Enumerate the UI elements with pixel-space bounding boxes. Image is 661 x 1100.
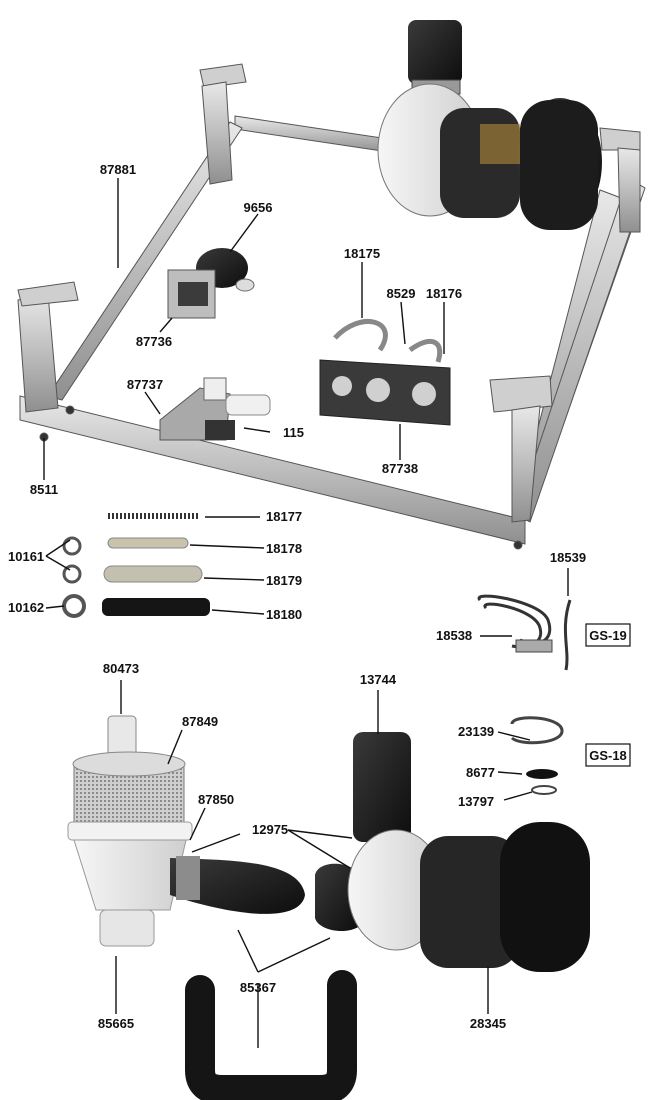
- label-85665: 85665: [98, 1016, 134, 1031]
- label-18178: 18178: [266, 541, 302, 556]
- label-18175: 18175: [344, 246, 380, 261]
- label-8511: 8511: [30, 482, 58, 497]
- label-12975: 12975: [252, 822, 288, 837]
- leader-lines: [43, 178, 569, 1048]
- thermostat-block: [319, 319, 451, 426]
- part-labels: 87881 9656 18175 8529 18176 87736 87737 …: [8, 162, 586, 1031]
- u-hose: [185, 970, 357, 1100]
- frame: [17, 63, 646, 550]
- gs19-box: GS-19: [585, 623, 631, 647]
- label-87881: 87881: [100, 162, 136, 177]
- label-87849: 87849: [182, 714, 218, 729]
- gs19-label: GS-19: [589, 628, 627, 643]
- heater-element: [477, 594, 572, 671]
- gs18-box: GS-18: [585, 743, 631, 767]
- label-18176: 18176: [426, 286, 462, 301]
- label-18180: 18180: [266, 607, 302, 622]
- label-87738: 87738: [382, 461, 418, 476]
- label-18177: 18177: [266, 509, 302, 524]
- label-87736: 87736: [136, 334, 172, 349]
- solenoid-valve: [159, 377, 271, 441]
- label-13744: 13744: [360, 672, 397, 687]
- label-80473: 80473: [103, 661, 139, 676]
- label-8677: 8677: [466, 765, 495, 780]
- label-9656: 9656: [244, 200, 273, 215]
- pressure-switch-assembly: [167, 248, 255, 319]
- filter-assembly: [67, 715, 305, 947]
- label-87850: 87850: [198, 792, 234, 807]
- label-10162: 10162: [8, 600, 44, 615]
- label-115: 115: [283, 425, 304, 440]
- label-10161: 10161: [8, 549, 44, 564]
- label-28345: 28345: [470, 1016, 506, 1031]
- label-85367: 85367: [240, 980, 276, 995]
- top-pump: [377, 20, 602, 230]
- hose-set: [62, 513, 210, 618]
- drain-pump: [315, 732, 590, 972]
- small-heater: [510, 716, 564, 795]
- label-18179: 18179: [266, 573, 302, 588]
- label-8529: 8529: [387, 286, 416, 301]
- gs18-label: GS-18: [589, 748, 627, 763]
- label-18538: 18538: [436, 628, 472, 643]
- label-18539: 18539: [550, 550, 586, 565]
- label-13797: 13797: [458, 794, 494, 809]
- label-87737: 87737: [127, 377, 163, 392]
- label-23139: 23139: [458, 724, 494, 739]
